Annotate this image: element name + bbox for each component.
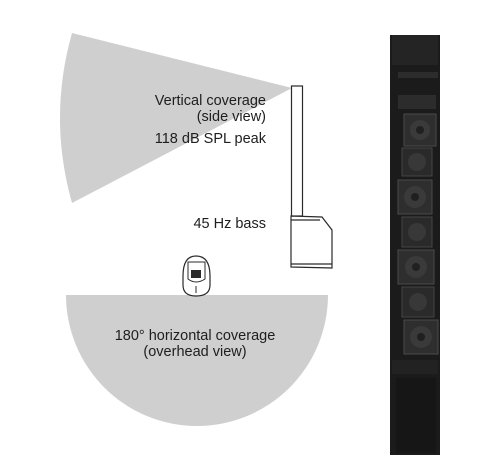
line-array-speaker [390, 35, 440, 455]
speaker-driver [397, 179, 433, 215]
vertical-coverage-label: Vertical coverage (side view) [118, 93, 266, 125]
speaker-top-icon [182, 255, 211, 297]
horizontal-coverage-line2: (overhead view) [143, 344, 247, 360]
speaker-driver [401, 286, 435, 318]
spl-peak-label: 118 dB SPL peak [154, 131, 266, 147]
horizontal-coverage-label: 180° horizontal coverage (overhead view) [80, 328, 310, 360]
bass-label: 45 Hz bass [193, 216, 266, 232]
horizontal-coverage-line1: 180° horizontal coverage [114, 328, 276, 344]
speaker-side-outline [290, 85, 333, 269]
speaker-driver [397, 249, 435, 285]
vertical-coverage-line1: Vertical coverage [154, 93, 266, 109]
speaker-driver [403, 113, 437, 147]
speaker-driver [403, 319, 439, 355]
vertical-coverage-wedge [60, 33, 292, 203]
speaker-driver [401, 216, 433, 248]
horizontal-coverage-semicircle [66, 295, 328, 426]
vertical-coverage-line2: (side view) [196, 109, 266, 125]
speaker-driver [401, 147, 433, 177]
